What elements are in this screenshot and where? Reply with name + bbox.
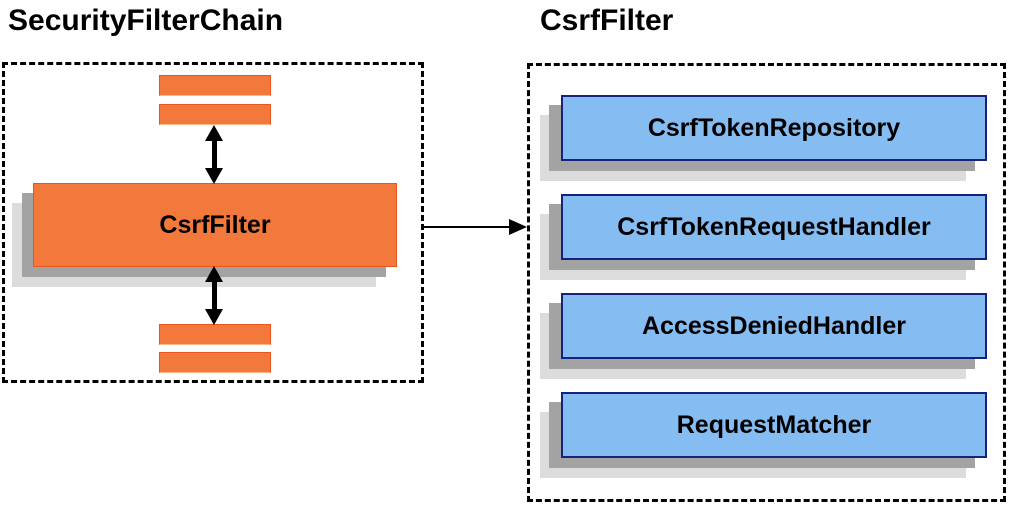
- arrow-down-icon: [205, 309, 223, 325]
- connector-arrow-head-icon: [509, 219, 527, 235]
- bidirectional-arrow-bottom: [205, 266, 223, 325]
- component-label: RequestMatcher: [561, 392, 987, 458]
- csrf-filter-title: CsrfFilter: [540, 4, 674, 37]
- arrow-shaft: [212, 280, 217, 311]
- component-request-matcher: RequestMatcher: [540, 392, 987, 478]
- arrow-shaft: [212, 139, 217, 170]
- connector-arrow-shaft: [424, 226, 510, 228]
- csrf-filter-container: [527, 63, 1006, 502]
- security-filter-chain-container: [2, 62, 424, 383]
- filter-bar-bottom-2: [159, 352, 271, 373]
- component-csrf-token-repository: CsrfTokenRepository: [540, 95, 987, 181]
- bidirectional-arrow-top: [205, 125, 223, 184]
- arrow-down-icon: [205, 168, 223, 184]
- component-access-denied-handler: AccessDeniedHandler: [540, 293, 987, 379]
- csrf-filter-node-label: CsrfFilter: [33, 183, 397, 267]
- filter-bar-bottom-1: [159, 324, 271, 345]
- filter-bar-top-2: [159, 104, 271, 125]
- filter-bar-top-1: [159, 75, 271, 96]
- arrow-up-icon: [205, 125, 223, 141]
- component-label: AccessDeniedHandler: [561, 293, 987, 359]
- component-csrf-token-request-handler: CsrfTokenRequestHandler: [540, 194, 987, 280]
- csrf-filter-node: CsrfFilter: [12, 183, 397, 287]
- component-label: CsrfTokenRepository: [561, 95, 987, 161]
- security-filter-chain-title: SecurityFilterChain: [8, 4, 284, 37]
- component-label: CsrfTokenRequestHandler: [561, 194, 987, 260]
- arrow-up-icon: [205, 266, 223, 282]
